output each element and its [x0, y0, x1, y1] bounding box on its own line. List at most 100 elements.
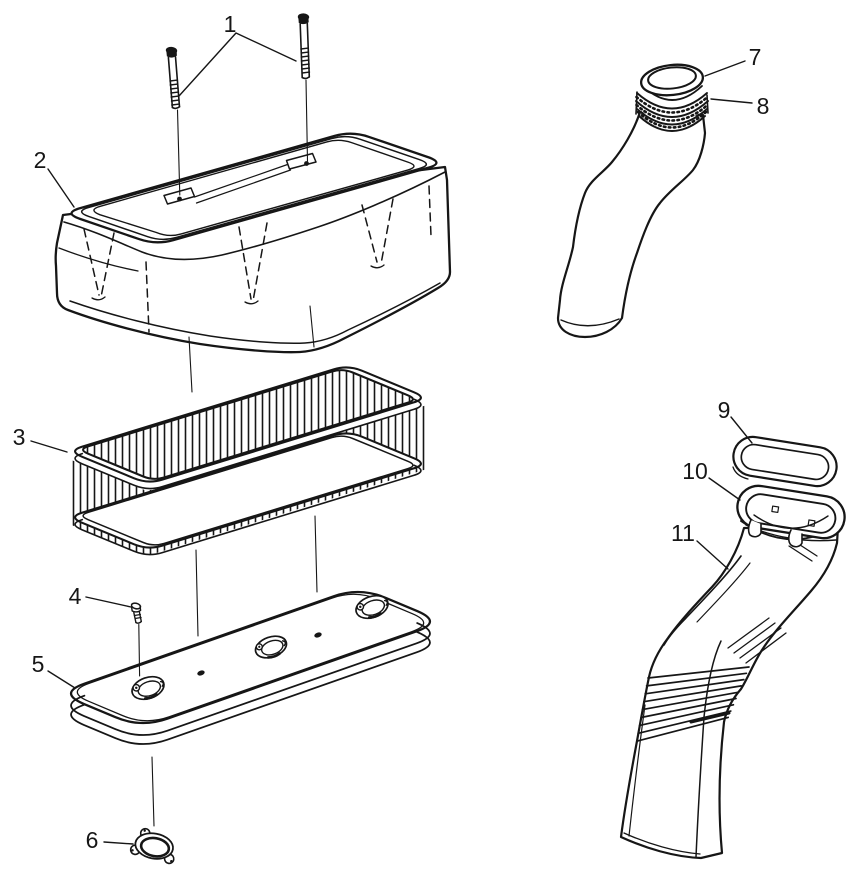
filter-pleats-interior [83, 370, 413, 479]
callout-1-label: 1 [224, 11, 237, 37]
screw-head-side [130, 605, 142, 613]
filter-top-rim-thickness [74, 398, 422, 490]
seal-inner [740, 443, 830, 481]
callout-7-label: 7 [749, 44, 762, 70]
screw-shaft [167, 56, 181, 109]
clamp-inner-ring [139, 836, 171, 858]
leader-line [47, 670, 76, 689]
callout-10-label: 10 [682, 458, 708, 484]
flange-ear-left [747, 519, 762, 538]
plate-rivet-left [197, 670, 205, 676]
leader-line [696, 540, 729, 570]
cover-panel-channel [193, 163, 292, 204]
tube-bottom-inner-line [560, 318, 620, 327]
part-base-plate [69, 590, 432, 745]
tube-rim-inner [647, 66, 697, 90]
duct-bend-contour-2 [696, 562, 751, 623]
callout-9: 9 [718, 397, 753, 444]
plate-side-line-2 [70, 631, 431, 745]
duct-bend-hatch [727, 617, 787, 664]
alignment-lines [138, 79, 318, 827]
leader-line [30, 440, 68, 453]
screw-shaft [133, 610, 142, 624]
screw-tip-mark [304, 161, 309, 166]
part-filter-element [69, 366, 427, 556]
callout-5: 5 [32, 651, 76, 689]
duct-left-edge-line [628, 704, 646, 837]
seal-outer [732, 435, 838, 488]
part-retaining-screw [130, 602, 142, 624]
screw-threads [300, 47, 311, 74]
callout-11-label: 11 [671, 520, 695, 546]
callout-4: 4 [69, 583, 132, 609]
flange-interior-arc [753, 514, 829, 529]
part-mounting-screws [165, 13, 311, 110]
cover-panel-line [93, 139, 415, 237]
callout-8: 8 [710, 93, 770, 119]
tube-body [556, 110, 707, 339]
duct-bottom-inner-line [623, 832, 701, 855]
screw-threads [133, 613, 142, 620]
clamp-band-edges [635, 92, 709, 132]
callout-8-label: 8 [757, 93, 770, 119]
filter-bottom-rim-thickness [74, 464, 422, 556]
filter-bottom-rim-inner [82, 435, 414, 546]
duct-bend-contour-1 [663, 555, 742, 646]
screw-tip [171, 106, 181, 110]
cover-crease-bottoms [91, 264, 385, 305]
callout-4-label: 4 [69, 583, 82, 609]
screw-right [297, 13, 311, 80]
flange-outer [736, 484, 846, 540]
part-airbox-cover [54, 132, 452, 354]
plate-boss-right [355, 594, 389, 620]
leader-line [704, 60, 746, 77]
plate-rivet-right [314, 632, 322, 638]
leader-line [710, 98, 753, 104]
leader-line [178, 32, 297, 97]
part-intake-tube [556, 63, 709, 339]
screw-tip [301, 76, 311, 80]
callout-7: 7 [704, 44, 762, 77]
cover-screw-boss-right [285, 152, 317, 170]
duct-corner-edge [695, 640, 722, 858]
screw-left [165, 46, 181, 110]
part-intake-duct [619, 484, 846, 860]
leader-line [708, 477, 741, 501]
leader-line [47, 168, 75, 208]
callout-3-label: 3 [13, 424, 26, 450]
flange-clip-hole-left [771, 505, 780, 514]
bellows-dark-edge [689, 711, 731, 724]
callout-6: 6 [86, 827, 134, 853]
leader-line [103, 841, 134, 845]
filter-bottom-rim [74, 432, 422, 549]
cover-bottom-inner-line [69, 282, 441, 344]
plate-boss-middle [254, 635, 288, 659]
clamp-side-ticks [635, 91, 709, 115]
screw-tip-mark [177, 196, 182, 202]
screw-tip [135, 620, 142, 624]
leader-line [85, 596, 132, 608]
part-drain-clamp [129, 827, 175, 865]
leader-line [730, 416, 753, 444]
cover-lid-top [70, 132, 438, 244]
clamp-knurl-texture [635, 95, 709, 129]
flange-ear-right [787, 529, 803, 548]
duct-bellows-ribs [635, 666, 750, 743]
callout-5-label: 5 [32, 651, 45, 677]
callouts: 1 2 3 4 5 6 7 8 [13, 11, 770, 853]
cover-crease-lines [83, 185, 432, 333]
cover-skirt-line [63, 171, 446, 261]
plate-side-line-1 [70, 622, 431, 736]
cover-step-line [58, 247, 139, 272]
part-duct-flange [736, 484, 846, 548]
cover-lid-rim-line [80, 135, 428, 241]
callout-1: 1 [178, 11, 297, 97]
callout-2: 2 [34, 147, 75, 208]
part-seal-ring [732, 435, 838, 488]
callout-3: 3 [13, 424, 68, 453]
filter-top-rim [74, 366, 422, 483]
callout-2-label: 2 [34, 147, 47, 173]
callout-9-label: 9 [718, 397, 731, 423]
